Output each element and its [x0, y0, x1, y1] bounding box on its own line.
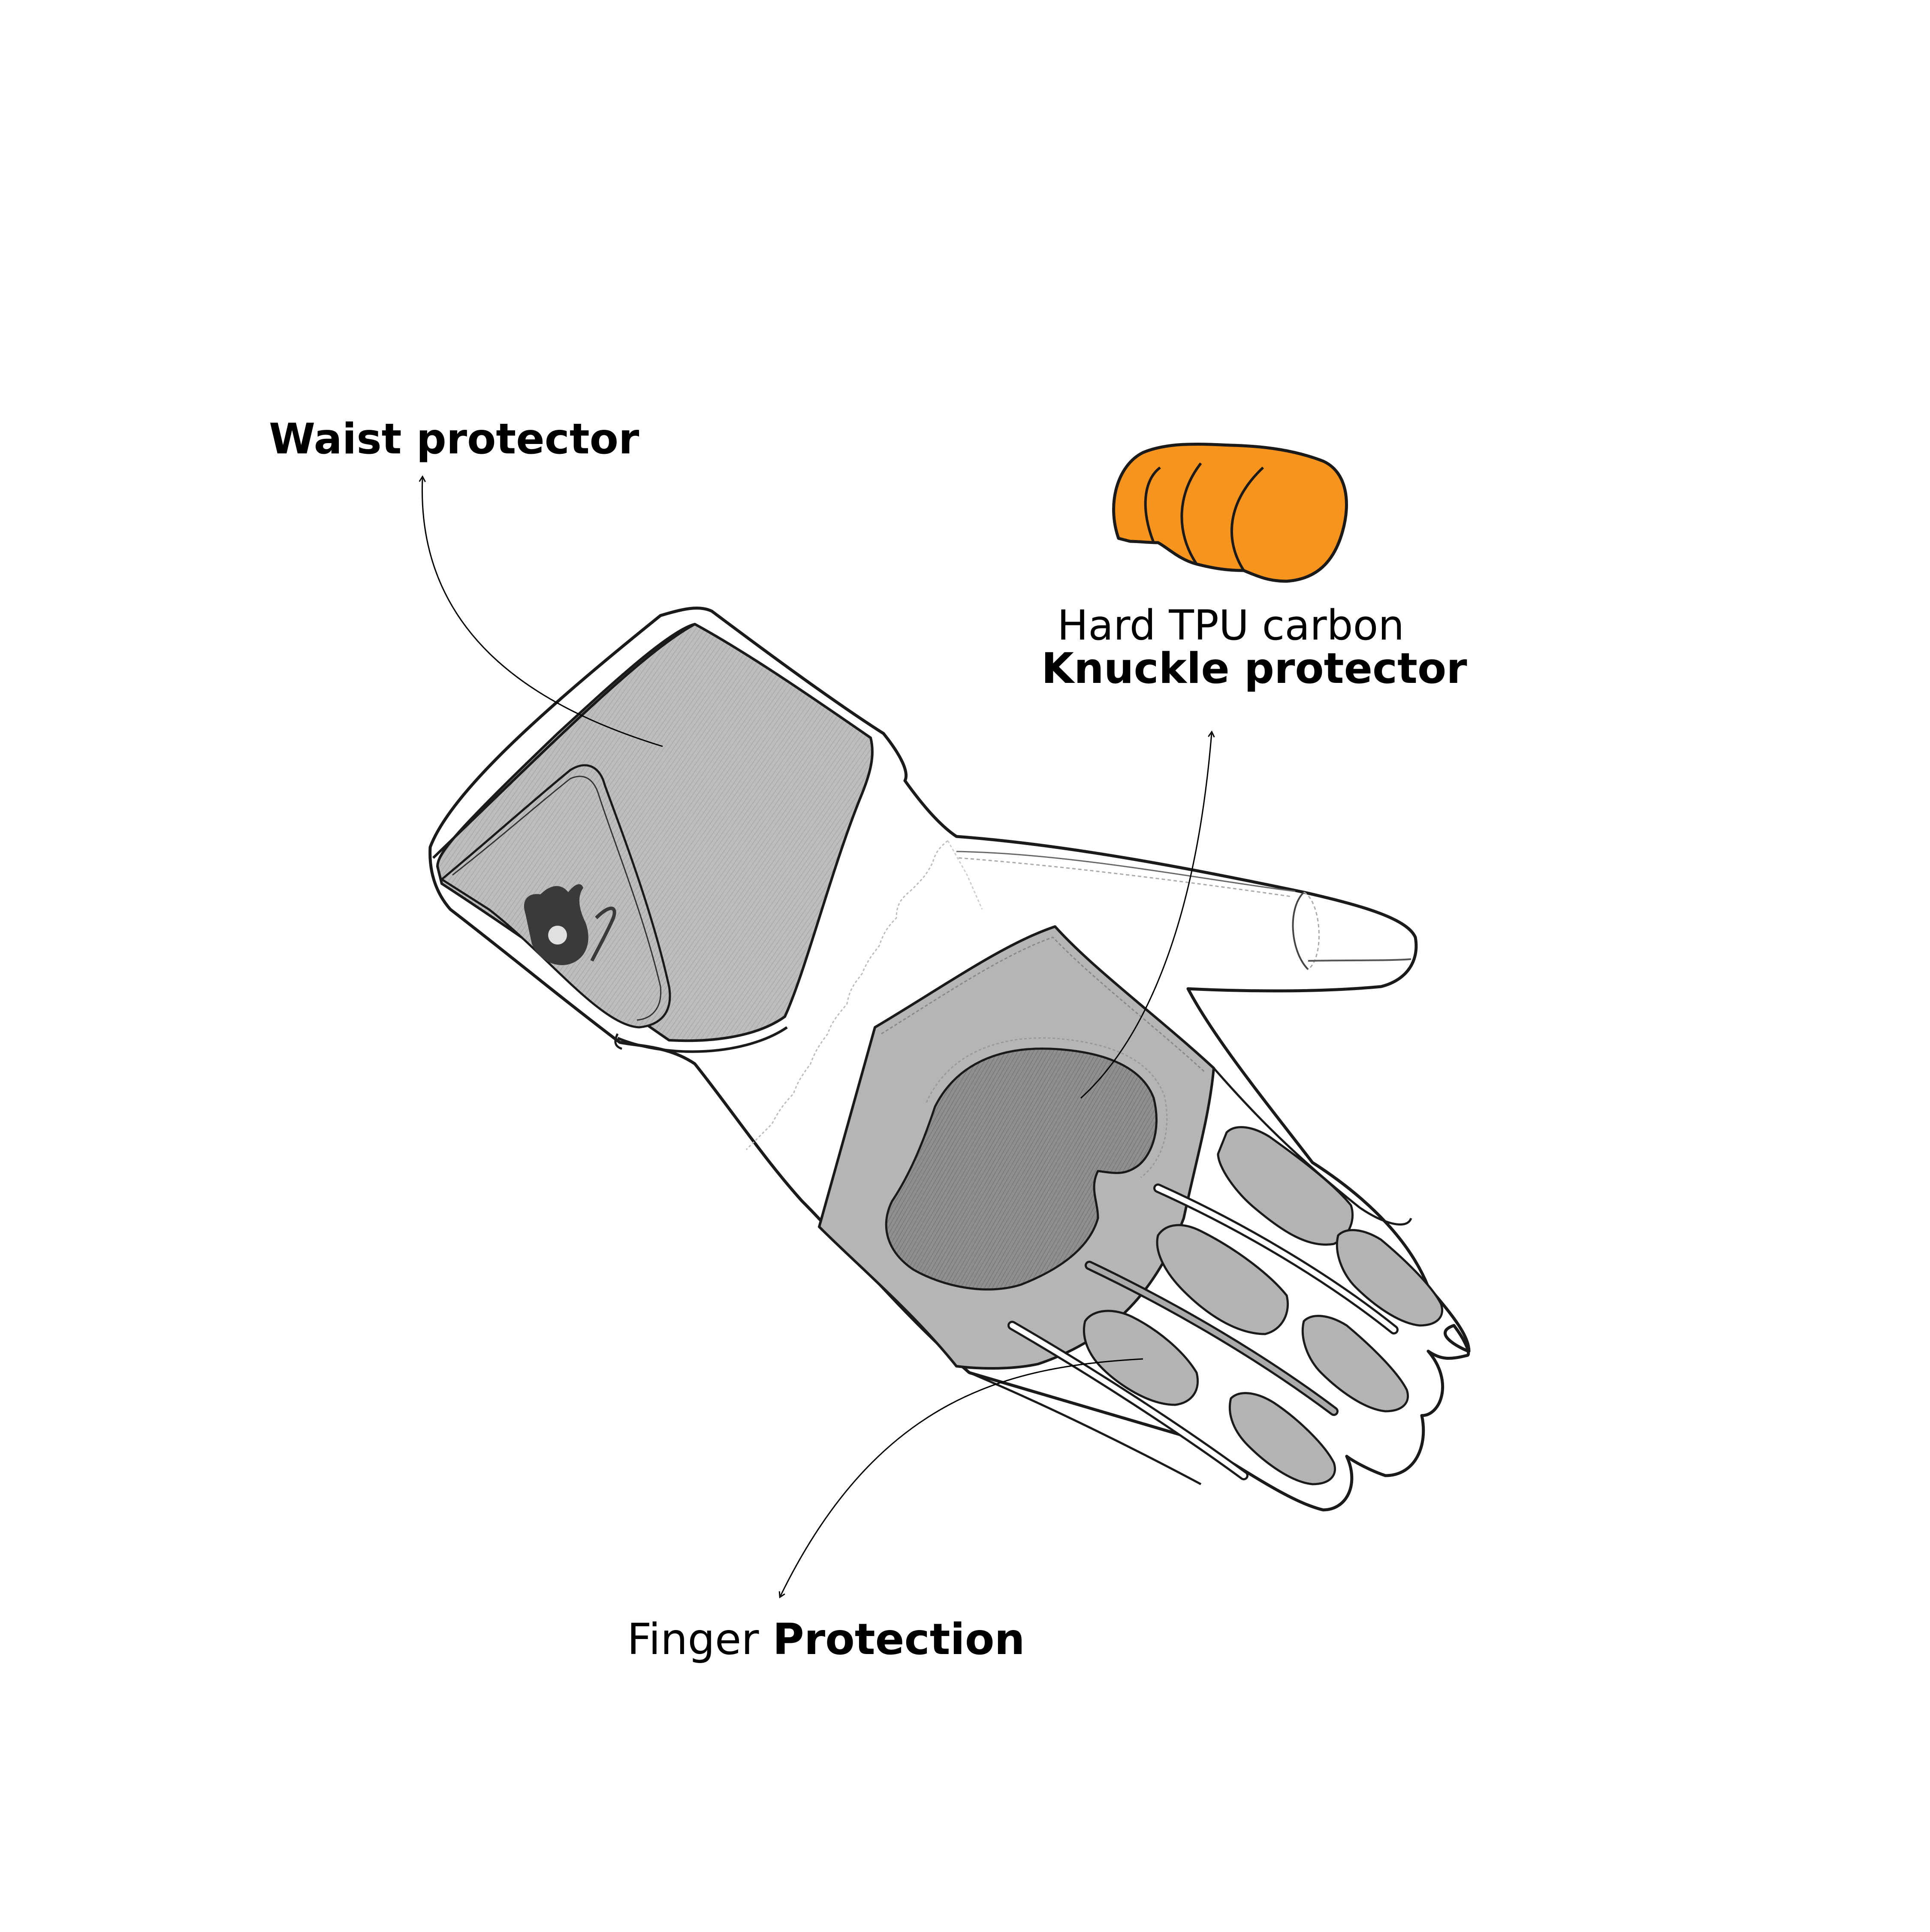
brand-logo-icon: [524, 884, 616, 965]
knuckle-material-label: Hard TPU carbon: [1057, 601, 1405, 649]
knuckle-guard-icon: [1112, 442, 1348, 583]
waist-protector-label: Waist protector: [269, 415, 639, 464]
glove-illustration: [428, 607, 1471, 1512]
wavy-stitching: [745, 840, 948, 1150]
waist-callout-arrow: [419, 475, 663, 747]
finger-callout-arrow: [778, 1358, 1143, 1599]
finger-protection-title: Protection: [772, 1614, 1025, 1664]
knuckle-callout-arrow: [1080, 731, 1215, 1099]
palm-dark-pad: [885, 1048, 1158, 1291]
finger-protection-prefix: Finger: [627, 1614, 759, 1664]
finger-pads: [1083, 1126, 1443, 1485]
knuckle-protector-label: Knuckle protector: [1041, 644, 1467, 693]
